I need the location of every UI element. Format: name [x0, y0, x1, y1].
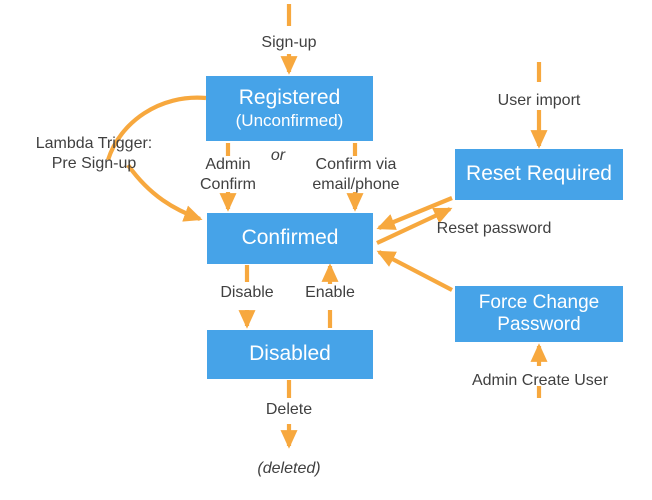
node-registered[interactable]: Registered (Unconfirmed) [206, 76, 373, 141]
label-delete: Delete [265, 401, 313, 418]
label-deleted: (deleted) [257, 460, 321, 477]
node-force-change-password[interactable]: Force Change Password [455, 286, 623, 342]
node-reset-required[interactable]: Reset Required [455, 149, 623, 200]
label-signup: Sign-up [261, 34, 317, 51]
node-reset-required-line1: Reset Required [466, 162, 612, 186]
node-confirmed-line1: Confirmed [241, 226, 339, 250]
node-disabled[interactable]: Disabled [207, 330, 373, 379]
node-disabled-line1: Disabled [249, 342, 331, 366]
label-confirm-via: Confirm via email/phone [312, 156, 400, 193]
label-user-import: User import [497, 92, 581, 109]
node-force-change-password-line1: Force Change [478, 291, 600, 313]
node-confirmed[interactable]: Confirmed [207, 213, 373, 264]
label-disable: Disable [220, 284, 274, 301]
node-registered-line1: Registered [238, 86, 341, 110]
label-admin-confirm: Admin Confirm [199, 156, 256, 193]
label-reset-password: Reset password [436, 220, 552, 237]
label-enable: Enable [305, 284, 355, 301]
label-lambda-trigger: Lambda Trigger: Pre Sign-up [35, 135, 153, 172]
node-force-change-password-line2: Password [497, 314, 581, 335]
node-registered-line2: (Unconfirmed) [235, 110, 344, 130]
label-or: or [270, 147, 286, 164]
label-admin-create-user: Admin Create User [471, 372, 609, 389]
arrow-force-change-to-confirmed [376, 250, 453, 292]
